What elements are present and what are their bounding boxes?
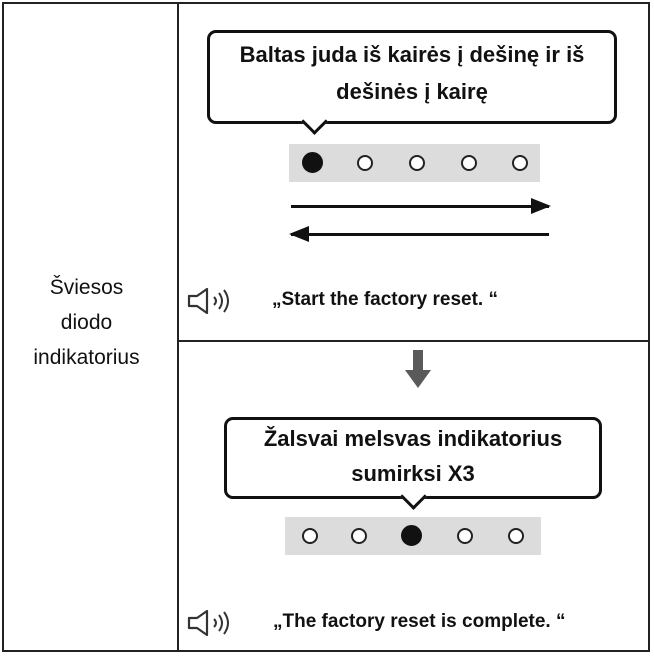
arrow-right [291, 198, 551, 214]
led-2 [357, 155, 373, 171]
bottom-led-bar [285, 517, 541, 555]
speaker-icon [187, 610, 229, 636]
arrow-left [289, 226, 549, 242]
led-1 [302, 152, 323, 173]
top-bubble-line-1: Baltas juda iš kairės į dešinę ir iš [239, 42, 585, 67]
led-2 [351, 528, 367, 544]
top-bubble-line-2: dešinės į kairę [336, 79, 488, 104]
label-line-1: Šviesos [49, 276, 124, 299]
led-4 [461, 155, 477, 171]
top-sound-text: „Start the factory reset. “ [272, 289, 498, 310]
bottom-bubble-line-2: sumirksi X3 [351, 461, 475, 486]
row-divider [179, 340, 650, 342]
bottom-speech-bubble: Žalsvai melsvas indikatorius sumirksi X3 [224, 417, 602, 510]
led-5 [508, 528, 524, 544]
bottom-bubble-line-1: Žalsvai melsvas indikatorius [263, 426, 563, 451]
label-line-2: diodo [60, 311, 113, 334]
led-3 [401, 525, 422, 546]
led-indicator-label: Šviesos diodo indikatorius [0, 270, 173, 375]
label-line-3: indikatorius [33, 346, 140, 369]
down-arrow-icon [405, 350, 431, 388]
column-divider [177, 4, 179, 650]
bottom-sound-text: „The factory reset is complete. “ [273, 611, 566, 632]
led-4 [457, 528, 473, 544]
speaker-icon [187, 288, 229, 314]
led-3 [409, 155, 425, 171]
led-1 [302, 528, 318, 544]
top-led-bar [289, 144, 540, 182]
led-5 [512, 155, 528, 171]
top-speech-bubble: Baltas juda iš kairės į dešinę ir iš deš… [207, 30, 617, 135]
